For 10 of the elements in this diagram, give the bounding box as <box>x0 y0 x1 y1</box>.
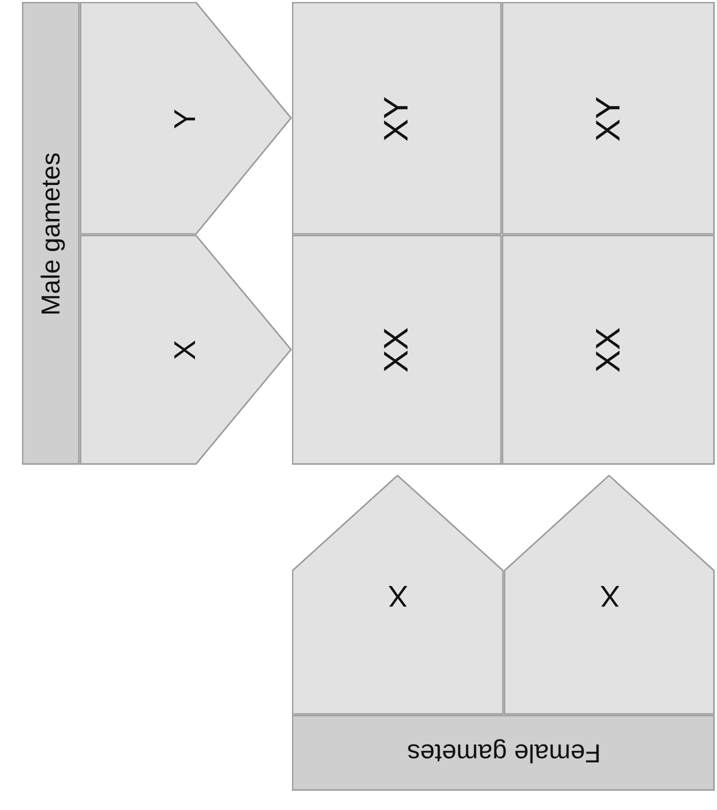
allele-label: X <box>388 578 408 612</box>
allele-label: XX <box>589 327 628 373</box>
allele-label: X <box>169 340 203 360</box>
allele-label: Y <box>169 108 203 128</box>
header-label: Female gametes <box>406 738 600 768</box>
allele-label: XX <box>378 327 416 373</box>
allele-label: XY <box>589 96 628 142</box>
header-label: Male gametes <box>36 152 66 316</box>
allele-label: XY <box>378 96 416 142</box>
allele-label: X <box>600 578 620 612</box>
